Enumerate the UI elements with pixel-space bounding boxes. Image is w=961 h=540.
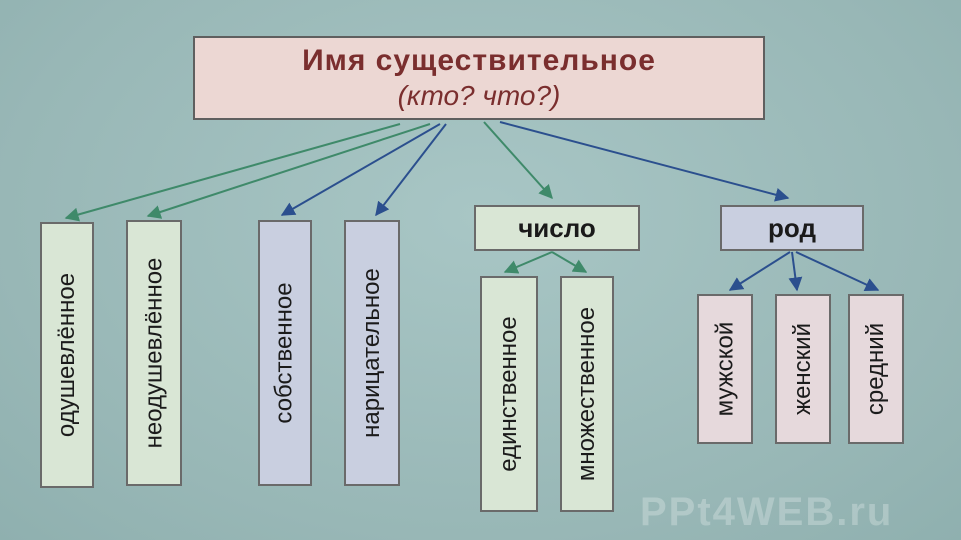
- node-singular-label: единственное: [495, 316, 523, 472]
- node-inanimate: неодушевлённое: [126, 220, 182, 486]
- root-subtitle: (кто? что?): [397, 80, 561, 111]
- node-feminine: женский: [775, 294, 831, 444]
- edge-number-singular: [503, 251, 553, 274]
- edge-root-number: [483, 121, 553, 200]
- node-neuter-label: средний: [862, 322, 889, 416]
- node-proper: собственное: [258, 220, 312, 486]
- node-animate-label: одушевлённое: [53, 272, 80, 438]
- node-number-label: число: [518, 212, 596, 243]
- node-feminine-label: женский: [789, 323, 816, 415]
- node-plural-label: множественное: [573, 306, 601, 482]
- node-masculine: мужской: [697, 294, 753, 444]
- edge-number-plural: [551, 251, 588, 273]
- node-animate: одушевлённое: [40, 222, 94, 488]
- edge-gender-fem: [788, 251, 803, 292]
- node-singular: единственное: [480, 276, 538, 512]
- edge-root-common: [375, 123, 447, 217]
- edge-root-proper: [280, 123, 441, 216]
- edge-gender-neut: [795, 251, 880, 292]
- node-masculine-label: мужской: [711, 321, 738, 417]
- node-gender: род: [720, 205, 864, 251]
- root-title: Имя существительное: [302, 44, 656, 77]
- watermark: PPt4WEB.ru: [640, 490, 894, 534]
- edge-root-animate: [64, 123, 401, 222]
- node-number: число: [474, 205, 640, 251]
- node-neuter: средний: [848, 294, 904, 444]
- node-proper-label: собственное: [271, 282, 298, 424]
- node-inanimate-label: неодушевлённое: [140, 257, 167, 449]
- node-gender-label: род: [768, 212, 816, 243]
- edge-root-gender: [499, 121, 790, 202]
- edge-gender-masc: [728, 251, 791, 291]
- node-common: нарицательное: [344, 220, 400, 486]
- node-plural: множественное: [560, 276, 614, 512]
- node-common-label: нарицательное: [358, 268, 385, 438]
- edge-root-inanimate: [146, 123, 431, 219]
- root-node: Имя существительное (кто? что?): [193, 36, 765, 120]
